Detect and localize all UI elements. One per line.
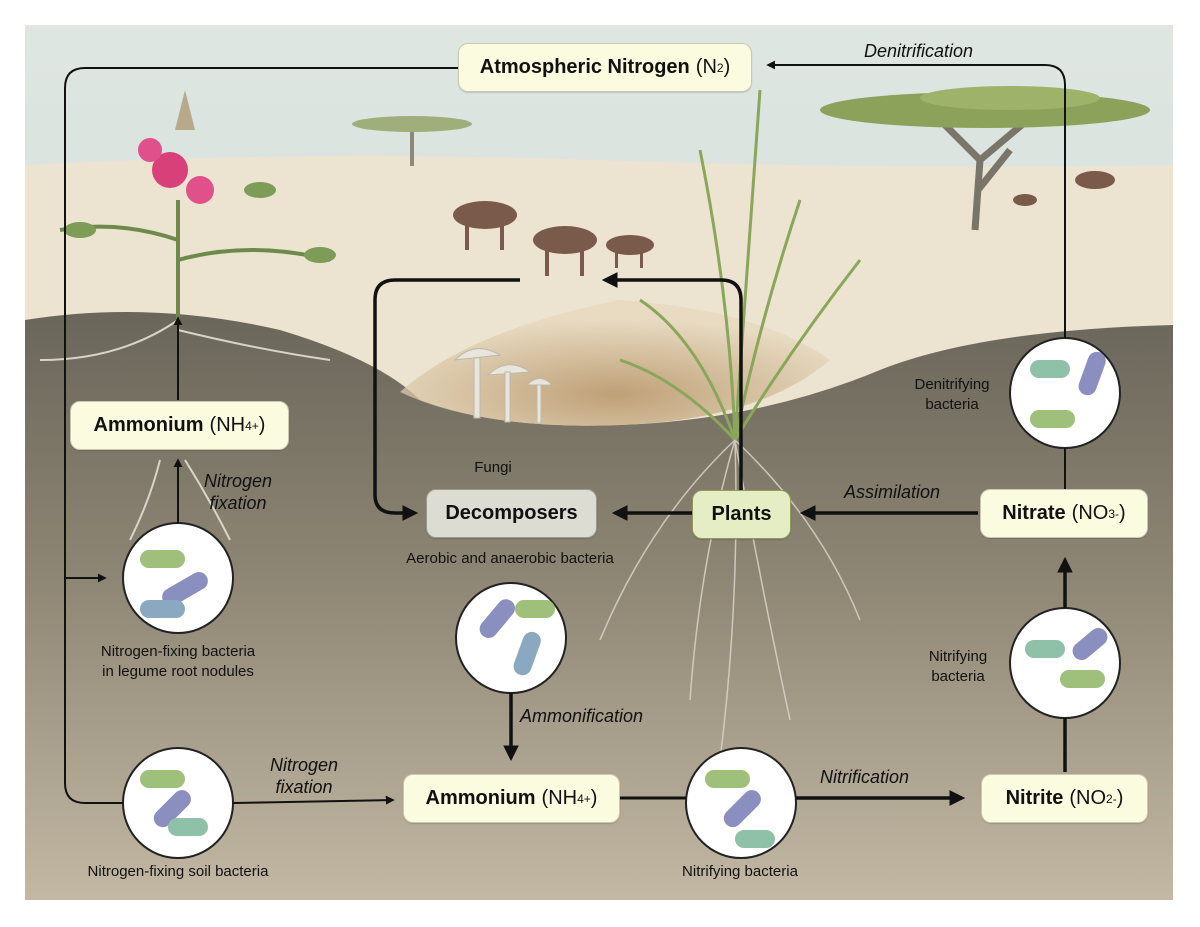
box-plants: Plants: [692, 490, 791, 539]
process-nitrification: Nitrification: [820, 767, 910, 787]
legume-bacteria-line1: Nitrogen-fixing bacteria: [100, 643, 256, 660]
denitrifying-line2: bacteria: [925, 396, 979, 413]
denitrifying-line1: Denitrifying: [914, 376, 990, 393]
nitrifying-right-line1: Nitrifying: [928, 648, 988, 665]
ammonium-plant-formula-open: (NH: [209, 414, 246, 436]
ammonium-plant-formula-close: ): [258, 414, 266, 436]
ammonium-soil-formula-close: ): [590, 787, 598, 809]
atmospheric-formula-sub: 2: [716, 60, 724, 75]
process-assimilation: Assimilation: [844, 482, 941, 502]
arrow-atmosphere-to-soil: [64, 578, 123, 804]
arrow-animals-to-decomposers: [373, 278, 520, 521]
label-fungi: Fungi: [474, 459, 512, 476]
nitrite-label: Nitrite: [1005, 787, 1064, 809]
nitrite-formula-close: ): [1116, 787, 1124, 809]
nitrate-formula-open: (NO: [1071, 502, 1109, 524]
process-nitrogen-fixation-legume: Nitrogen fixation: [196, 470, 280, 514]
atmospheric-formula-open: (N: [695, 56, 717, 78]
nitrifying-right-line2: bacteria: [931, 668, 985, 685]
box-decomposers: Decomposers: [426, 489, 597, 538]
nitrate-label: Nitrate: [1002, 502, 1066, 524]
nitrite-formula-open: (NO: [1069, 787, 1107, 809]
fungi-illustration: [453, 348, 554, 424]
plant-roots: [599, 439, 861, 761]
label-aerobic-anaerobic-bacteria: Aerobic and anaerobic bacteria: [406, 550, 614, 567]
acacia-tree-large: [820, 86, 1150, 231]
label-nitrifying-bacteria-right: Nitrifying bacteria: [916, 647, 1000, 687]
arrow-denitrification: [766, 60, 1066, 338]
nitrate-formula-close: ): [1119, 502, 1126, 524]
ammonium-soil-label: Ammonium: [425, 787, 536, 809]
process-ammonification: Ammonification: [520, 706, 644, 726]
legume-roots: [39, 319, 331, 541]
arrow-soil-fixation: [232, 795, 395, 805]
legume-plant: [59, 90, 336, 320]
ammonium-soil-formula-open: (NH: [541, 787, 578, 809]
legume-bacteria-line2: in legume root nodules: [102, 663, 254, 680]
bacteria-circle-aerobic: [455, 582, 567, 694]
label-nitrifying-bacteria-bottom: Nitrifying bacteria: [682, 863, 798, 880]
nitrogen-fixation-legume-line2: fixation: [209, 493, 267, 513]
bacteria-circle-denitrifying: [1009, 337, 1121, 449]
soil-layer: [25, 312, 1173, 900]
wildebeest-herd: [453, 171, 1115, 276]
ammonium-soil-formula-sub: 4: [577, 791, 584, 806]
arrow-atmosphere-to-legume: [64, 67, 458, 583]
nitrate-formula-sub: 3: [1108, 506, 1116, 521]
nitrite-formula-sub: 2: [1106, 791, 1113, 806]
nitrite-formula-sup: -: [1112, 791, 1117, 806]
cycle-arrows: [64, 60, 1073, 806]
atmospheric-nitrogen-label: Atmospheric Nitrogen: [479, 56, 690, 78]
ammonium-plant-formula-sup: +: [251, 418, 259, 433]
nitrogen-fixation-soil-line2: fixation: [275, 777, 333, 797]
ammonium-plant-formula-sub: 4: [245, 418, 252, 433]
nitrogen-fixation-soil-line1: Nitrogen: [269, 755, 339, 775]
atmospheric-formula-close: ): [723, 56, 731, 78]
nitrate-formula-sup: -: [1115, 506, 1120, 521]
bacteria-circle-legume: [122, 522, 234, 634]
bacteria-circle-soil: [122, 747, 234, 859]
label-nitrogen-fixing-soil-bacteria: Nitrogen-fixing soil bacteria: [87, 863, 269, 880]
label-legume-bacteria: Nitrogen-fixing bacteria in legume root …: [60, 642, 296, 682]
bacteria-circle-nitrifying-right: [1009, 607, 1121, 719]
ammonium-plant-label: Ammonium: [93, 414, 204, 436]
plants-label: Plants: [711, 503, 772, 525]
process-denitrification: Denitrification: [864, 41, 974, 61]
label-denitrifying-bacteria: Denitrifying bacteria: [902, 375, 1002, 415]
process-nitrogen-fixation-soil: Nitrogen fixation: [258, 754, 350, 798]
bacteria-circle-nitrifying-bottom: [685, 747, 797, 859]
acacia-tree-small: [352, 116, 472, 166]
ammonium-soil-formula-sup: +: [583, 791, 591, 806]
arrow-plants-to-animals: [601, 272, 743, 492]
decomposers-label: Decomposers: [445, 502, 578, 524]
nitrogen-fixation-legume-line1: Nitrogen: [203, 471, 273, 491]
